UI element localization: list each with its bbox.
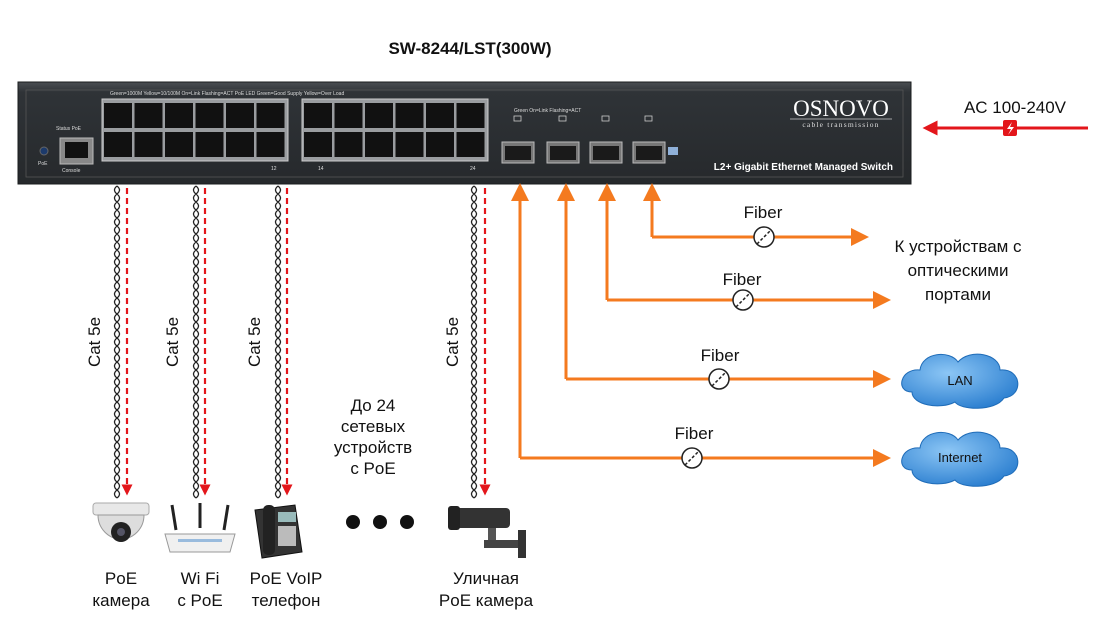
device-label: PoE камера	[439, 591, 534, 610]
device-label: Уличная	[453, 569, 519, 588]
console-label: Console	[62, 168, 81, 174]
rj45-port	[395, 103, 424, 128]
fiber-optic-icon	[753, 226, 775, 248]
bullet-camera-icon	[448, 506, 526, 558]
rj45-port	[426, 132, 454, 157]
optical-label-line: оптическими	[908, 261, 1009, 280]
port-24-label: 24	[470, 166, 476, 172]
switch-front-panel: Green=1000M Yellow=10/100M On=Link Flash…	[17, 81, 912, 185]
sfp-port-block	[501, 115, 666, 164]
note-line: До 24	[351, 396, 396, 415]
poe-button[interactable]	[39, 146, 49, 156]
rj45-port	[256, 103, 285, 128]
rj45-port	[456, 132, 485, 157]
cable-label: Cat 5e	[85, 317, 104, 367]
rj45-port	[134, 132, 163, 157]
cable-label: Cat 5e	[443, 317, 462, 367]
diagram-title: SW-8244/LST(300W)	[388, 39, 551, 58]
ellipsis-dot	[400, 515, 414, 529]
rj45-port	[365, 132, 393, 157]
port-14-label: 14	[318, 166, 324, 172]
device-labels: PoE камера Wi Fi с PoE PoE VoIP телефон …	[92, 569, 533, 610]
note-line: сетевых	[341, 417, 406, 436]
rj45-port-block	[101, 98, 489, 162]
internet-cloud-icon: Internet	[901, 431, 1019, 487]
status-label: Status PoE	[56, 126, 82, 132]
power-input: AC 100-240V	[922, 98, 1088, 136]
fiber-optic-icon	[681, 447, 703, 469]
fiber-label: Fiber	[675, 424, 714, 443]
rj45-port	[195, 132, 224, 157]
rj45-port	[365, 103, 393, 128]
rj45-port	[304, 132, 332, 157]
rj45-port	[226, 132, 254, 157]
rj45-port	[104, 103, 132, 128]
device-label: Wi Fi	[181, 569, 220, 588]
cat5e-cable: Cat 5e	[443, 185, 491, 499]
fiber-optic-icon	[708, 368, 730, 390]
rj45-port	[256, 132, 285, 157]
cat5e-cable: Cat 5e	[245, 185, 293, 499]
brand-subtitle: cable transmission	[802, 120, 879, 129]
optical-label-line: портами	[925, 285, 991, 304]
wifi-router-icon	[164, 503, 236, 553]
rj45-port	[165, 103, 193, 128]
optical-label-line: К устройствам с	[894, 237, 1022, 256]
ellipsis-dot	[346, 515, 360, 529]
poe-label: PoE	[38, 161, 48, 167]
sfp-legend: Green On=Link Flashing=ACT	[514, 108, 581, 114]
rj45-port	[195, 103, 224, 128]
power-label: AC 100-240V	[964, 98, 1067, 117]
optical-devices-label: К устройствам с оптическими портами	[894, 237, 1022, 304]
rj45-port	[104, 132, 132, 157]
rj45-port	[426, 103, 454, 128]
cable-label: Cat 5e	[163, 317, 182, 367]
led-legend: Green=1000M Yellow=10/100M On=Link Flash…	[110, 91, 344, 97]
rj45-port	[334, 132, 363, 157]
ip-phone-icon	[254, 504, 303, 559]
fiber-label: Fiber	[701, 346, 740, 365]
fiber-label: Fiber	[723, 270, 762, 289]
device-label: PoE VoIP	[250, 569, 323, 588]
note-line: с PoE	[350, 459, 395, 478]
brand-logo: OSNOVO	[793, 96, 889, 121]
more-devices-note: До 24 сетевых устройств с PoE	[334, 396, 414, 529]
lan-cloud-icon: LAN	[901, 353, 1019, 409]
rj45-port	[456, 103, 485, 128]
cat5e-cable: Cat 5e	[85, 185, 133, 499]
cat5e-cable: Cat 5e	[163, 185, 211, 499]
fiber-label: Fiber	[744, 203, 783, 222]
rj45-port	[134, 103, 163, 128]
device-label: телефон	[252, 591, 321, 610]
rj45-port	[226, 103, 254, 128]
note-line: устройств	[334, 438, 412, 457]
internet-label: Internet	[938, 450, 982, 465]
cable-label: Cat 5e	[245, 317, 264, 367]
rj45-port	[395, 132, 424, 157]
device-label: PoE	[105, 569, 137, 588]
port-12-label: 12	[271, 166, 277, 172]
model-description: L2+ Gigabit Ethernet Managed Switch	[714, 162, 893, 173]
device-label: с PoE	[177, 591, 222, 610]
dome-camera-icon	[92, 502, 150, 542]
rj45-port	[165, 132, 193, 157]
rj45-port	[304, 103, 332, 128]
fiber-links: Fiber Fiber Fiber Fiber	[511, 183, 891, 469]
device-label: камера	[92, 591, 150, 610]
ellipsis-dot	[373, 515, 387, 529]
lan-label: LAN	[947, 373, 972, 388]
rj45-port	[334, 103, 363, 128]
fiber-optic-icon	[732, 289, 754, 311]
